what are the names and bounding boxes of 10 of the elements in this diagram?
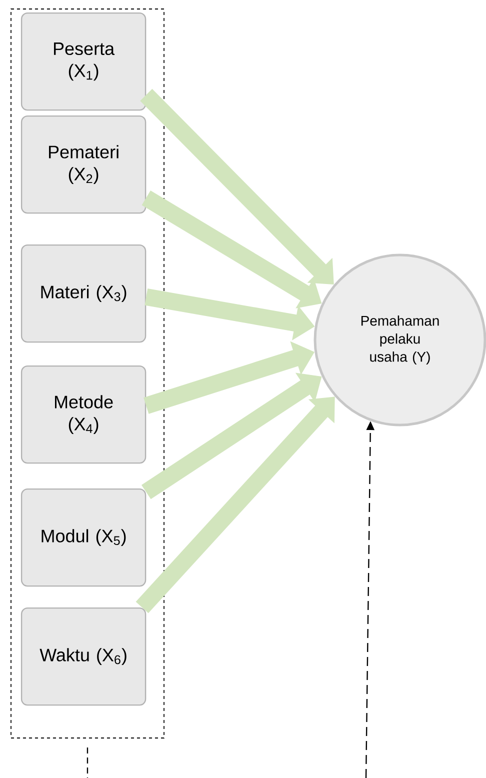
- variable-box: Metode (X$_{4}$): [20, 365, 146, 464]
- arrow: [140, 88, 334, 284]
- variable-box: Waktu (X$_{6}$): [20, 607, 146, 706]
- arrow: [136, 396, 335, 614]
- variable-box: Materi (X$_{3}$): [20, 244, 146, 343]
- variable-box: Peserta (X$_{1}$): [20, 12, 146, 111]
- dashed-frame: [10, 8, 164, 738]
- dashed-line: [86, 747, 88, 778]
- variable-box: Pemateri (X$_{2}$): [20, 115, 146, 214]
- variable-box: Modul (X$_{5}$): [20, 488, 146, 587]
